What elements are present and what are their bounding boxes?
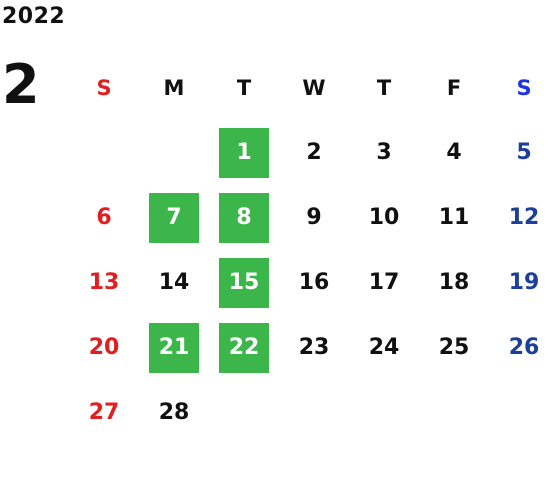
- weekday-thursday: T: [376, 75, 392, 100]
- weekday-wednesday: W: [302, 75, 326, 100]
- date-number: 4: [446, 140, 462, 165]
- date-number: 18: [438, 270, 470, 295]
- date-cell[interactable]: [139, 120, 209, 185]
- date-cell[interactable]: 16: [279, 250, 349, 315]
- date-cell-empty: [349, 380, 419, 445]
- date-cell[interactable]: 13: [69, 250, 139, 315]
- date-cell[interactable]: 20: [69, 315, 139, 380]
- date-cell-empty: [209, 380, 279, 445]
- date-cell[interactable]: 14: [139, 250, 209, 315]
- date-number: 14: [158, 270, 190, 295]
- date-number: [219, 388, 269, 438]
- date-cell-highlighted[interactable]: 7: [139, 185, 209, 250]
- weekday-friday: F: [446, 75, 462, 100]
- date-cell[interactable]: 18: [419, 250, 489, 315]
- date-number: 20: [88, 335, 120, 360]
- date-number: 17: [368, 270, 400, 295]
- date-number: 21: [149, 322, 199, 373]
- date-cell[interactable]: 25: [419, 315, 489, 380]
- date-cell[interactable]: 23: [279, 315, 349, 380]
- date-cell[interactable]: 3: [349, 120, 419, 185]
- date-number: 22: [219, 322, 269, 373]
- date-number: 6: [96, 205, 112, 230]
- date-cell-highlighted[interactable]: 22: [209, 315, 279, 380]
- date-cell[interactable]: 5: [489, 120, 548, 185]
- date-cell-empty: [279, 380, 349, 445]
- date-number: 23: [298, 335, 330, 360]
- date-cell-highlighted[interactable]: 21: [139, 315, 209, 380]
- calendar-grid: S M T W T F S 1 2 3 4 5 6 7 8 9 10 11 12…: [69, 55, 548, 445]
- date-cell[interactable]: [69, 120, 139, 185]
- date-cell-highlighted[interactable]: 1: [209, 120, 279, 185]
- date-cell-highlighted[interactable]: 8: [209, 185, 279, 250]
- weekday-tuesday: T: [236, 75, 252, 100]
- date-cell[interactable]: 11: [419, 185, 489, 250]
- year-label: 2022: [2, 4, 66, 29]
- date-number: 9: [306, 205, 322, 230]
- date-cell-empty: [489, 380, 548, 445]
- date-cell[interactable]: 27: [69, 380, 139, 445]
- date-number: 7: [149, 192, 199, 243]
- weekday-saturday: S: [516, 75, 532, 100]
- date-cell[interactable]: 10: [349, 185, 419, 250]
- date-number: 15: [219, 257, 269, 308]
- date-number: 26: [508, 335, 540, 360]
- date-cell[interactable]: 19: [489, 250, 548, 315]
- date-number: 8: [219, 192, 269, 243]
- date-number: [359, 388, 409, 438]
- date-cell[interactable]: 6: [69, 185, 139, 250]
- date-number: [499, 388, 548, 438]
- date-cell[interactable]: 26: [489, 315, 548, 380]
- date-cell[interactable]: 9: [279, 185, 349, 250]
- date-number: 5: [516, 140, 532, 165]
- date-number: 3: [376, 140, 392, 165]
- weekday-monday: M: [163, 75, 185, 100]
- date-number: [79, 128, 129, 178]
- date-number: [289, 388, 339, 438]
- date-cell[interactable]: 17: [349, 250, 419, 315]
- date-cell[interactable]: 4: [419, 120, 489, 185]
- date-number: 12: [508, 205, 540, 230]
- date-cell[interactable]: 2: [279, 120, 349, 185]
- date-number: 24: [368, 335, 400, 360]
- date-number: 25: [438, 335, 470, 360]
- date-cell[interactable]: 12: [489, 185, 548, 250]
- date-cell[interactable]: 28: [139, 380, 209, 445]
- date-cell-empty: [419, 380, 489, 445]
- date-cell[interactable]: 24: [349, 315, 419, 380]
- date-number: 19: [508, 270, 540, 295]
- date-number: 28: [158, 400, 190, 425]
- date-number: 13: [88, 270, 120, 295]
- date-number: 1: [219, 127, 269, 178]
- date-number: 11: [438, 205, 470, 230]
- month-label: 2: [2, 53, 40, 116]
- date-cell-highlighted[interactable]: 15: [209, 250, 279, 315]
- date-number: [149, 128, 199, 178]
- weekday-sunday: S: [96, 75, 112, 100]
- date-number: 16: [298, 270, 330, 295]
- date-number: 2: [306, 140, 322, 165]
- date-number: 27: [88, 400, 120, 425]
- date-number: [429, 388, 479, 438]
- date-number: 10: [368, 205, 400, 230]
